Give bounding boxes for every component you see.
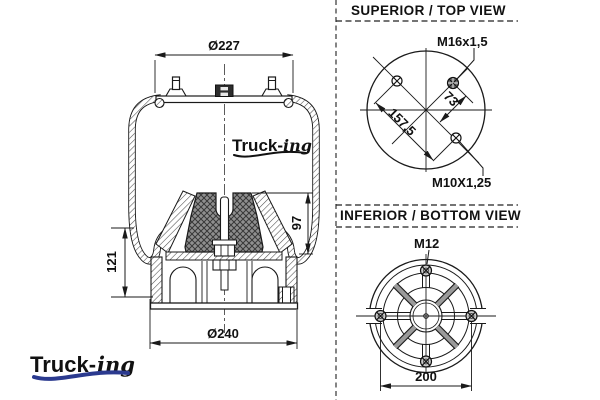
brand-logo: Truck- ing <box>30 352 135 381</box>
dimension-height-121: 121 <box>104 227 153 298</box>
bolt-symbol-west <box>374 309 387 323</box>
dim-label-227: Ø227 <box>208 38 240 53</box>
piston-window-right <box>251 266 279 303</box>
bolt-nut-lower <box>212 259 237 271</box>
leader-m16 <box>455 48 475 81</box>
center-bolt-shaft <box>219 196 230 244</box>
piston <box>149 190 299 310</box>
dimension-top-diameter: Ø227 <box>154 38 294 93</box>
stud-collar-right <box>261 88 283 97</box>
top-plate <box>154 76 294 109</box>
dimension-width-200: 200 <box>380 322 472 391</box>
leader-m12 <box>426 249 430 265</box>
dimension-offset-73: 73 <box>439 82 474 123</box>
dimension-bottom-diameter: Ø240 <box>149 299 298 349</box>
bolt-symbol-south <box>419 355 433 368</box>
bottom-view-title: INFERIOR / BOTTOM VIEW <box>340 208 521 223</box>
dimension-height-97: 97 <box>252 192 313 255</box>
flange-spokes <box>383 274 469 358</box>
plate-bead-left <box>154 97 165 109</box>
dim-label-240: Ø240 <box>207 326 239 341</box>
label-m16: M16x1,5 <box>437 34 488 49</box>
leader-m10 <box>458 140 484 176</box>
bolt-symbol-north <box>419 264 433 277</box>
top-view: SUPERIOR / TOP VIEW 157,5 <box>336 3 518 190</box>
logo-swoosh <box>32 370 130 381</box>
base-stud <box>282 286 291 304</box>
bolt-symbol-east <box>465 309 478 323</box>
watermark-swoosh <box>233 150 307 158</box>
bolt-nut-upper <box>213 244 236 257</box>
bolt-washer <box>212 239 237 246</box>
watermark-text-suffix: ing <box>283 136 312 155</box>
stud-left <box>171 76 181 91</box>
top-view-title: SUPERIOR / TOP VIEW <box>351 3 506 18</box>
label-m10: M10X1,25 <box>432 175 491 190</box>
stud-right <box>267 76 277 91</box>
dim-label-97: 97 <box>289 216 304 230</box>
plate-bead-right <box>283 97 294 109</box>
dim-label-121: 121 <box>104 251 119 273</box>
piston-skirt-left <box>150 256 163 306</box>
side-view: Ø227 121 97 Ø240 Truck- ing <box>30 38 320 381</box>
piston-base-plate <box>149 302 299 310</box>
stud-collar-left <box>165 88 187 97</box>
dim-label-200: 200 <box>415 369 437 384</box>
brand-watermark: Truck- ing <box>232 136 312 158</box>
watermark-text-main: Truck- <box>232 136 283 155</box>
label-m12: M12 <box>414 236 439 251</box>
piston-window-left <box>169 266 197 303</box>
bottom-view: INFERIOR / BOTTOM VIEW <box>336 204 521 391</box>
